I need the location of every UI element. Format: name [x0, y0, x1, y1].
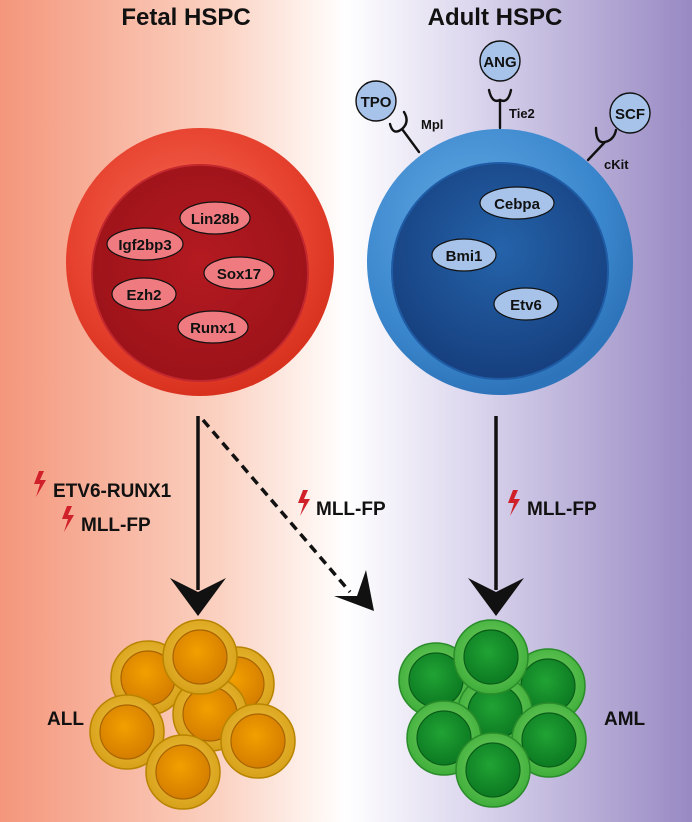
all-cell: [162, 619, 238, 695]
ligand-label: TPO: [361, 94, 392, 111]
lightning-icon: [298, 490, 310, 516]
all-cell: [220, 703, 296, 779]
outcome-label-aml: AML: [604, 709, 646, 730]
ligand-scf: SCF: [609, 92, 651, 134]
lightning-icon: [508, 490, 520, 516]
aml-cell: [453, 619, 529, 695]
all-cell-cluster: [89, 619, 296, 810]
fetal-cell-nucleus: [91, 164, 309, 382]
receptor-label-tie2: Tie2: [509, 106, 535, 121]
receptor-label-mpl: Mpl: [421, 117, 443, 132]
aml-cell: [455, 732, 531, 808]
mutation-label-mll-fp-middle: MLL-FP: [316, 499, 386, 520]
all-cell: [89, 694, 165, 770]
receptor-mpl: [388, 110, 421, 154]
fetal-factor-sox17: Sox17: [203, 256, 275, 290]
adult-cell-nucleus: [391, 162, 609, 380]
outcome-label-all: ALL: [47, 709, 84, 730]
ligand-tpo: TPO: [355, 80, 397, 122]
fetal-hspc-cell: Lin28b Igf2bp3 Sox17 Ezh2 Runx1: [66, 128, 334, 396]
factor-label: Ezh2: [126, 287, 161, 304]
all-cell: [145, 734, 221, 810]
adult-factor-cebpa: Cebpa: [479, 186, 555, 220]
fetal-factor-runx1: Runx1: [177, 310, 249, 344]
factor-label: Runx1: [190, 320, 236, 337]
mutation-label-mll-fp-right: MLL-FP: [527, 499, 597, 520]
factor-label: Sox17: [217, 266, 261, 283]
arrow-fetal-to-aml-dashed: [201, 418, 374, 611]
lightning-icon: [62, 506, 74, 532]
adult-factor-etv6: Etv6: [493, 287, 559, 321]
fetal-factor-ezh2: Ezh2: [111, 277, 177, 311]
lightning-icon: [34, 471, 46, 497]
ligand-label: SCF: [615, 106, 645, 123]
ligand-ang: ANG: [479, 40, 521, 82]
receptor-label-ckit: cKit: [604, 157, 629, 172]
mutation-label-etv6-runx1: ETV6-RUNX1: [53, 481, 172, 502]
ligand-label: ANG: [483, 54, 516, 71]
aml-cell: [511, 702, 587, 778]
factor-label: Bmi1: [446, 248, 483, 265]
factor-label: Lin28b: [191, 211, 239, 228]
mutation-label-mll-fp-left: MLL-FP: [81, 515, 151, 536]
adult-hspc-cell: Cebpa Bmi1 Etv6 TPO ANG SCF Mpl Tie2 cKi…: [355, 40, 651, 395]
factor-label: Igf2bp3: [118, 237, 171, 254]
adult-title: Adult HSPC: [428, 4, 563, 31]
aml-cell-cluster: [398, 619, 587, 808]
fetal-factor-igf2bp3: Igf2bp3: [106, 227, 184, 261]
fetal-factor-lin28b: Lin28b: [179, 201, 251, 235]
adult-factor-bmi1: Bmi1: [431, 238, 497, 272]
receptor-tie2: [487, 88, 513, 130]
factor-label: Etv6: [510, 297, 542, 314]
fetal-title: Fetal HSPC: [121, 4, 250, 31]
receptor-ckit: [586, 126, 618, 162]
arrow-adult-to-aml: [468, 416, 524, 616]
arrow-fetal-to-all: [170, 416, 226, 616]
factor-label: Cebpa: [494, 196, 541, 213]
